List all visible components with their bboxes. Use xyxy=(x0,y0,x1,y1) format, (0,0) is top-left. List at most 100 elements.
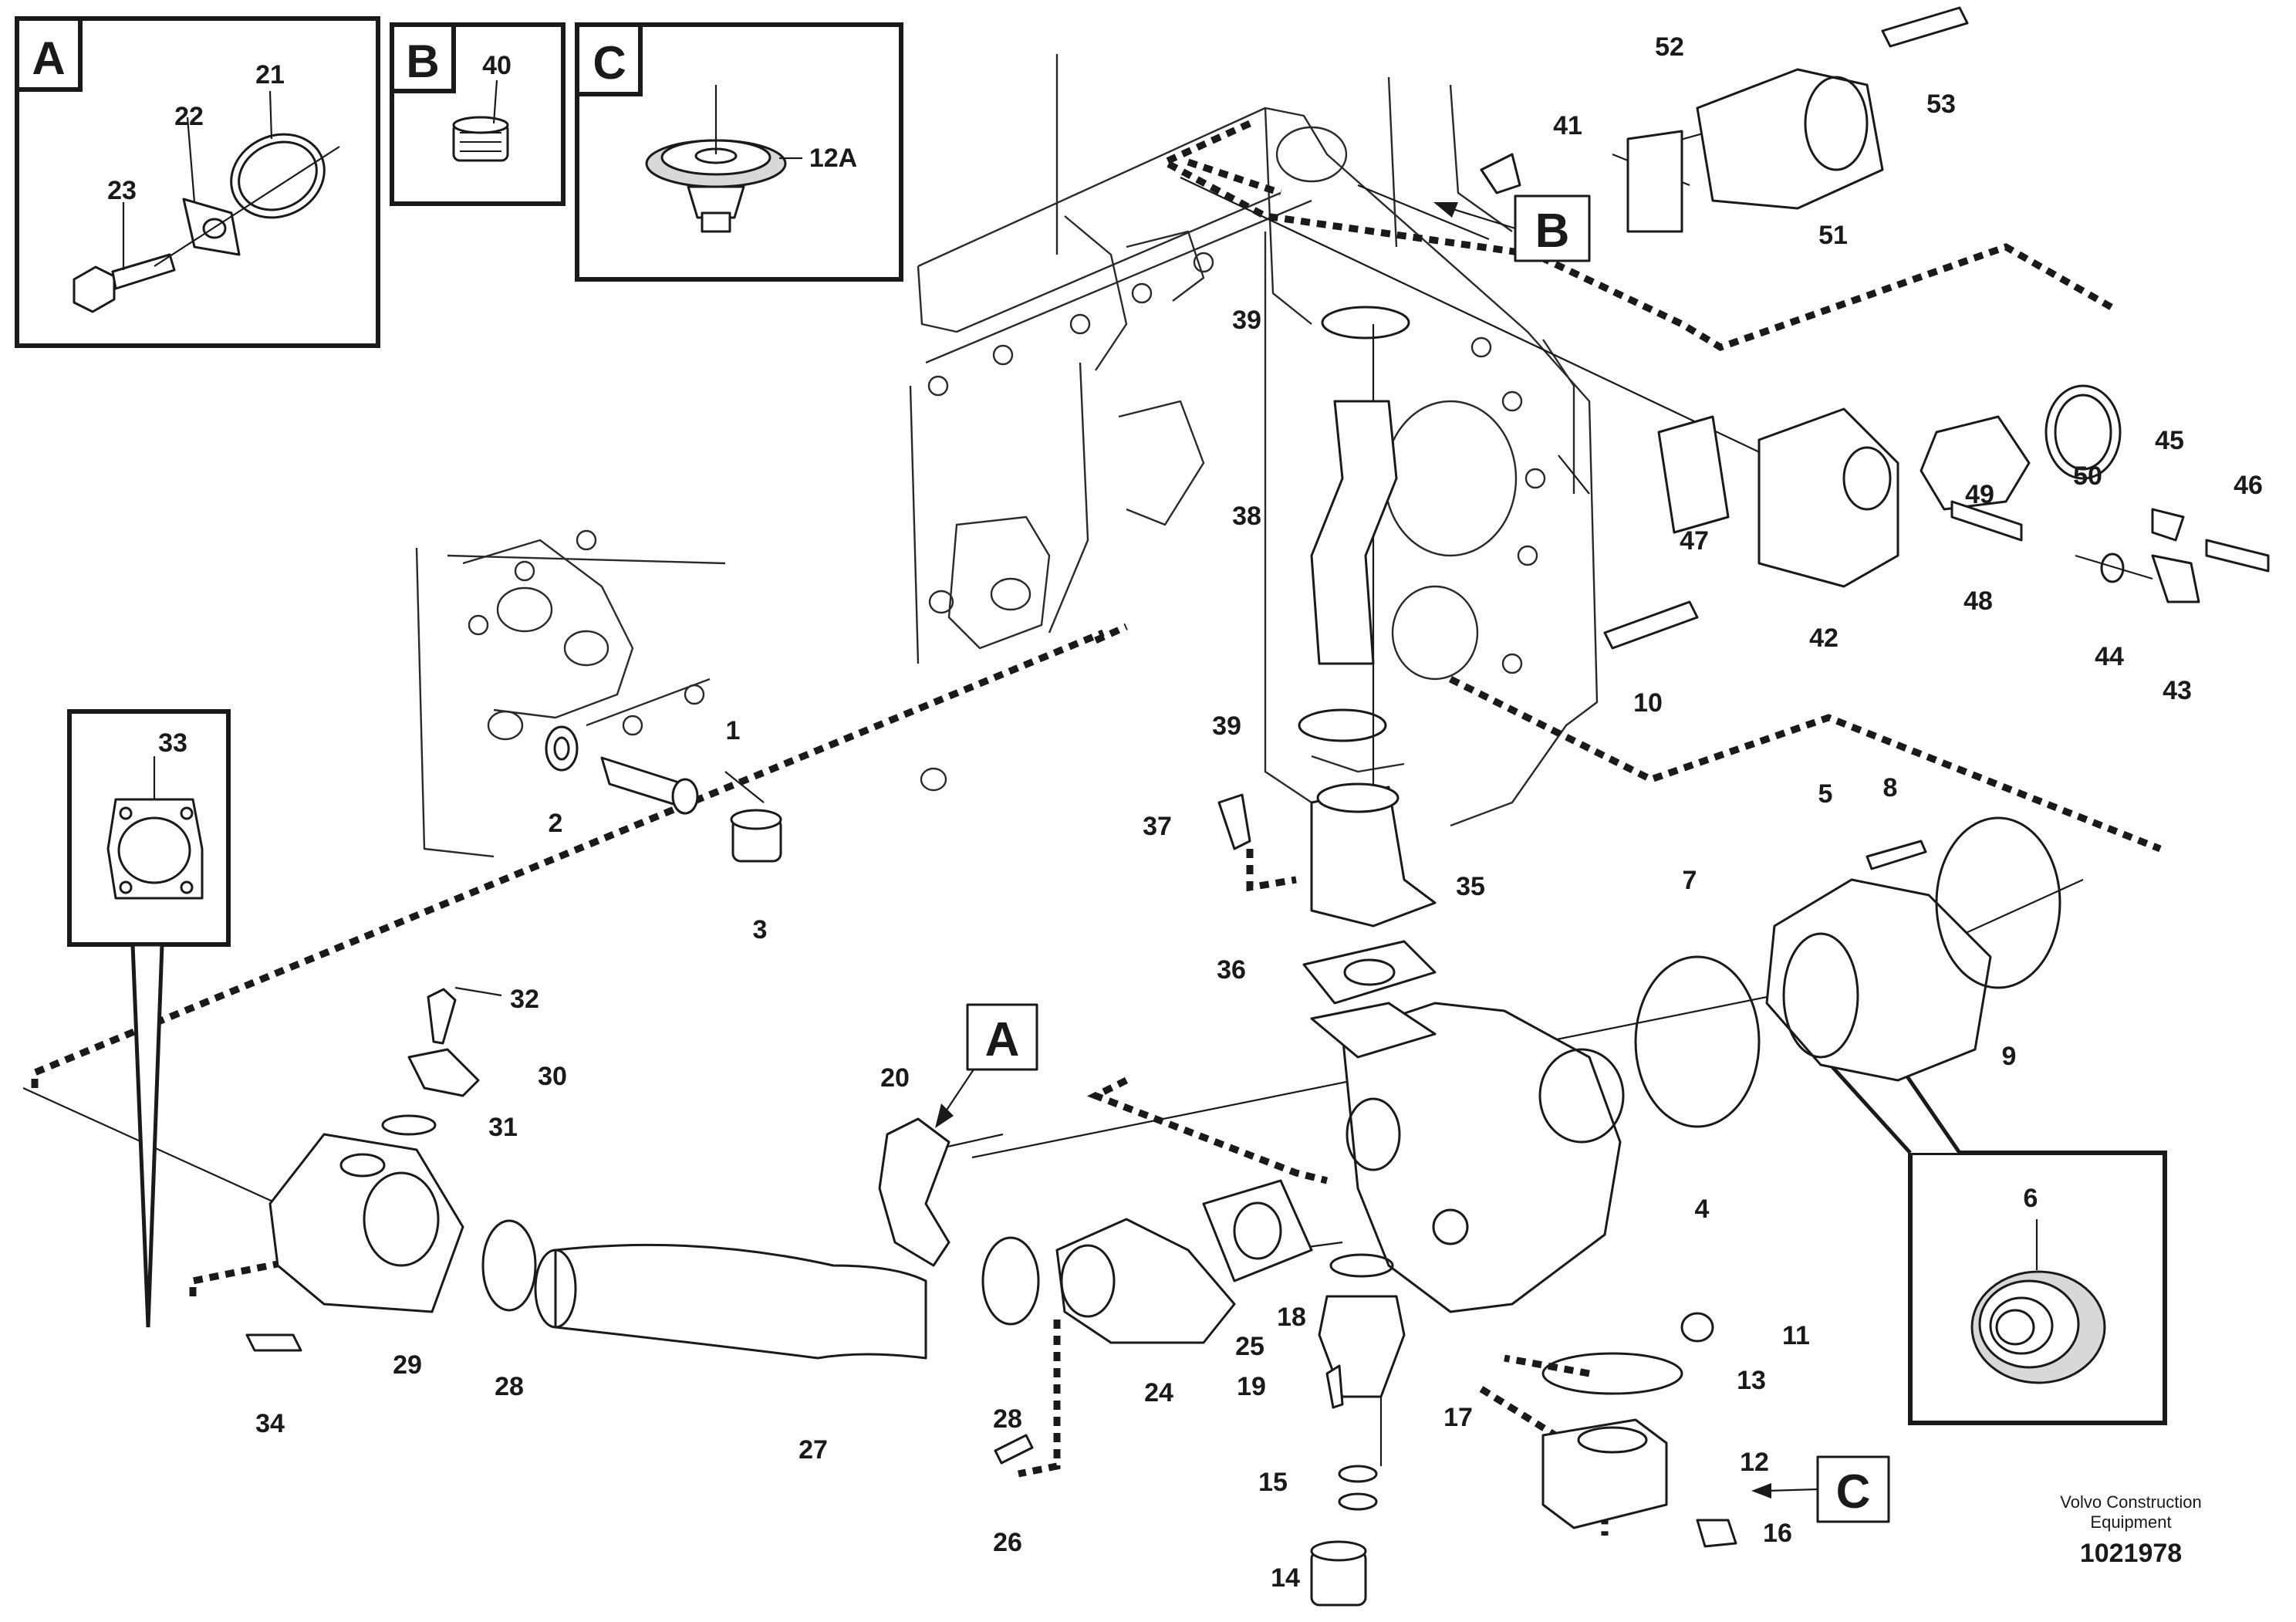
callout-flag-c: C xyxy=(1751,1455,1890,1523)
label-33: 33 xyxy=(158,728,187,758)
bolt-32-icon xyxy=(427,988,457,1045)
label-7: 7 xyxy=(1683,866,1697,895)
bolt-37-icon xyxy=(1217,793,1251,850)
parts-artwork xyxy=(245,6,2270,1607)
label-28-left: 28 xyxy=(495,1372,524,1401)
gasket-52-icon xyxy=(1626,130,1683,233)
label-11: 11 xyxy=(1782,1321,1810,1350)
o-ring-13-icon xyxy=(1541,1352,1683,1395)
box-a-letter: A xyxy=(32,32,65,84)
fitting-41-icon xyxy=(1480,153,1521,194)
seal-6-icon xyxy=(1970,1270,2106,1384)
label-15: 15 xyxy=(1258,1468,1288,1497)
label-38: 38 xyxy=(1232,502,1261,531)
label-18: 18 xyxy=(1277,1303,1306,1332)
label-50: 50 xyxy=(2073,461,2102,491)
label-46: 46 xyxy=(2234,471,2263,500)
box-c-letter: C xyxy=(593,37,626,89)
label-19: 19 xyxy=(1237,1372,1266,1401)
label-45: 45 xyxy=(2155,426,2184,455)
detail-box-a: A 21 22 23 xyxy=(15,16,380,348)
bolt-19-icon xyxy=(1325,1364,1344,1409)
ring-18-icon xyxy=(1329,1253,1394,1278)
plug-11-icon xyxy=(1680,1312,1714,1343)
cover-30-icon xyxy=(407,1048,480,1097)
label-23: 23 xyxy=(107,176,137,205)
dashed-connectors xyxy=(31,120,2162,1536)
callout-flag-b: B xyxy=(1433,194,1591,262)
seal-50-icon xyxy=(2044,384,2122,480)
label-8: 8 xyxy=(1883,773,1898,803)
cover-12-icon xyxy=(1541,1418,1668,1529)
label-3: 3 xyxy=(753,915,768,944)
detail-box-b: B 40 xyxy=(390,22,566,206)
bolt-53-icon xyxy=(1881,6,1969,48)
box-b-letter: B xyxy=(406,35,439,87)
label-26: 26 xyxy=(993,1528,1022,1557)
o-ring-9-icon xyxy=(1935,816,2061,989)
label-29: 29 xyxy=(393,1350,422,1380)
label-22: 22 xyxy=(174,102,204,131)
clip-45-icon xyxy=(2151,508,2185,542)
label-2: 2 xyxy=(549,809,563,838)
drawing-number: 1021978 xyxy=(2080,1539,2182,1568)
label-44: 44 xyxy=(2095,642,2124,671)
o-ring-21-icon xyxy=(230,133,326,219)
label-53: 53 xyxy=(1926,90,1956,119)
label-10: 10 xyxy=(1633,688,1663,718)
label-32: 32 xyxy=(510,985,539,1014)
label-25: 25 xyxy=(1235,1332,1264,1361)
label-49: 49 xyxy=(1965,480,1994,509)
label-51: 51 xyxy=(1818,221,1848,250)
label-43: 43 xyxy=(2163,676,2192,705)
gasket-47-icon xyxy=(1657,415,1730,534)
pump-5-icon xyxy=(1765,878,1992,1082)
label-6: 6 xyxy=(2024,1184,2038,1213)
gasket-36-icon xyxy=(1302,940,1437,1005)
clamp-22-icon xyxy=(182,198,241,256)
label-52: 52 xyxy=(1655,32,1684,62)
label-42: 42 xyxy=(1809,623,1838,653)
label-27: 27 xyxy=(799,1435,828,1465)
hose-20-icon xyxy=(878,1117,950,1267)
label-5: 5 xyxy=(1818,779,1833,809)
sensor-43-icon xyxy=(2151,554,2200,603)
svg-text:C: C xyxy=(1836,1465,1871,1519)
plug-40-icon xyxy=(452,116,509,162)
clamp-28-right-icon xyxy=(981,1236,1040,1326)
label-30: 30 xyxy=(538,1062,567,1091)
svg-text:A: A xyxy=(985,1013,1020,1066)
label-36: 36 xyxy=(1217,955,1246,985)
label-1: 1 xyxy=(726,716,741,745)
bolt-34-icon xyxy=(245,1333,302,1352)
label-28-right: 28 xyxy=(993,1404,1022,1434)
detail-box-c: C 12A xyxy=(575,22,903,282)
callout-flag-a: A xyxy=(935,1003,1038,1128)
label-48: 48 xyxy=(1963,586,1993,616)
inset-box-33: 33 xyxy=(67,709,231,1328)
label-21: 21 xyxy=(255,60,285,90)
brand-line-1: Volvo Construction xyxy=(2060,1492,2201,1512)
bolt-48-icon xyxy=(1950,500,2023,542)
label-13: 13 xyxy=(1737,1366,1766,1395)
gasket-25-icon xyxy=(1202,1179,1313,1282)
housing-51-icon xyxy=(1696,68,1884,210)
washer-15a-icon xyxy=(1338,1465,1378,1483)
clamp-39-top-icon xyxy=(1321,306,1410,340)
bolt-10-icon xyxy=(1603,600,1699,650)
label-37: 37 xyxy=(1143,812,1172,841)
elbow-24-icon xyxy=(1055,1218,1236,1344)
outlet-35-icon xyxy=(1310,786,1437,928)
thermostat-49-icon xyxy=(1920,415,2031,511)
label-14: 14 xyxy=(1271,1563,1300,1593)
clamp-28-left-icon xyxy=(481,1219,537,1312)
fitting-16-icon xyxy=(1696,1519,1737,1548)
label-34: 34 xyxy=(255,1409,285,1438)
thermostat-housing-42-icon xyxy=(1757,407,1899,588)
label-4: 4 xyxy=(1695,1195,1710,1224)
label-20: 20 xyxy=(880,1063,910,1093)
washer-2-icon xyxy=(545,725,579,772)
svg-text:B: B xyxy=(1535,204,1570,258)
engine-block-outline xyxy=(415,54,1599,858)
